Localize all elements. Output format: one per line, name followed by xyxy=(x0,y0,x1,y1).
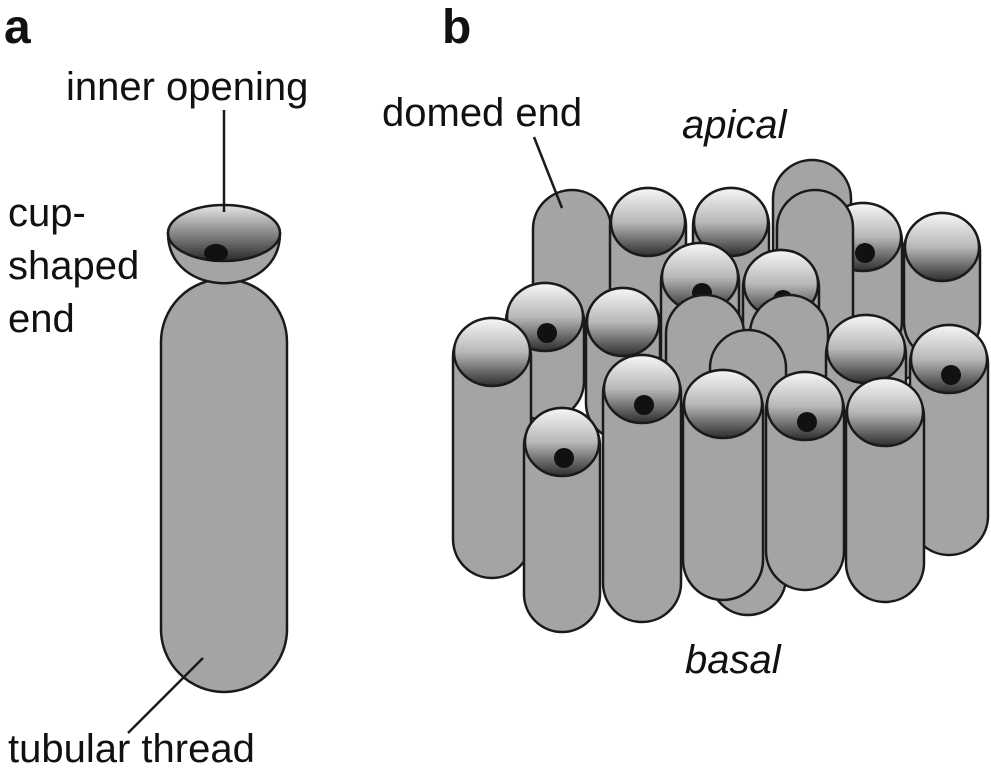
tube-cap xyxy=(682,368,764,440)
inner-opening-dot xyxy=(941,365,961,385)
tubular-thread-body xyxy=(159,277,289,694)
inner-opening-dot xyxy=(537,323,557,343)
tube-cap xyxy=(602,353,682,425)
tube-cap xyxy=(765,370,845,442)
bundle-tube xyxy=(681,368,765,602)
label-cup-line1: cup- xyxy=(8,191,86,235)
label-cup-line2: shaped xyxy=(8,244,140,288)
bundle-tube xyxy=(522,406,602,634)
bundle-tube xyxy=(908,323,990,557)
inner-opening-dot xyxy=(554,448,574,468)
label-domed-end: domed end xyxy=(382,91,583,135)
inner-opening-dot xyxy=(855,243,875,263)
bundle-tube xyxy=(601,353,683,624)
inner-opening-dot xyxy=(634,395,654,415)
tube-cap xyxy=(523,406,601,478)
label-apical: apical xyxy=(682,103,787,147)
tube-cap xyxy=(903,211,981,283)
bundle-tube xyxy=(451,316,533,580)
leader-domed-end xyxy=(532,136,564,209)
panel-b-letter: b xyxy=(442,1,472,54)
panel-a-tube xyxy=(127,110,289,734)
label-cup-line3: end xyxy=(8,297,75,341)
tube-cap xyxy=(505,281,585,353)
label-tubular-thread: tubular thread xyxy=(8,727,255,769)
tube-cap xyxy=(845,376,925,448)
label-basal: basal xyxy=(685,638,781,682)
inner-opening-dot xyxy=(797,412,817,432)
tube-cap xyxy=(909,323,989,395)
bundle-tube xyxy=(902,211,982,362)
tube-cap xyxy=(585,286,661,358)
tube-cap xyxy=(825,313,907,385)
tube-bundle xyxy=(451,158,990,634)
tube-cap xyxy=(609,186,687,258)
panel-a-letter: a xyxy=(4,1,31,54)
leader-tubular-thread xyxy=(127,657,204,734)
inner-opening-dot xyxy=(204,244,228,262)
bundle-tube xyxy=(764,370,846,592)
tube-cap xyxy=(452,316,532,388)
label-inner-opening: inner opening xyxy=(66,65,309,109)
bundle-tube xyxy=(844,376,926,604)
